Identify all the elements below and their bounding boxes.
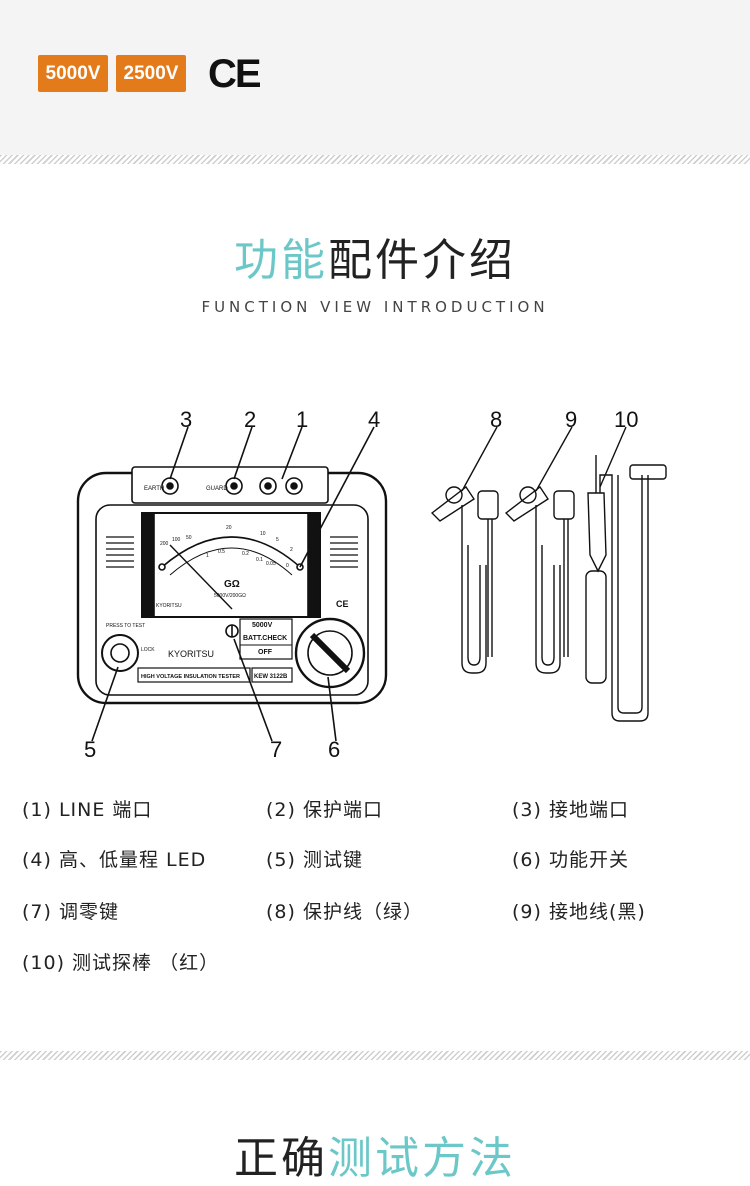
earth-label: EARTH: [144, 486, 164, 492]
device-diagram: EARTH GUARD GΩ 5000V/200GΩ 200 100 50 20…: [76, 407, 667, 762]
section-subtitle: FUNCTION VIEW INTRODUCTION: [201, 298, 549, 316]
scale-label-20: 20: [226, 525, 232, 531]
earth-lead: [504, 426, 575, 674]
legend-item-10: (10) 测试探棒 （红）: [22, 952, 220, 974]
line-terminal: [259, 477, 277, 495]
press-to-test-label: PRESS TO TEST: [106, 623, 145, 629]
section-title: 功能配件介绍: [0, 224, 750, 288]
meter-ce: CE: [336, 599, 349, 609]
guard-lead: [430, 426, 499, 674]
legend-item-6: (6) 功能开关: [512, 849, 629, 871]
scale-label-50: 50: [186, 535, 192, 541]
section-title-rest: 配件介绍: [328, 235, 516, 286]
legend-item-4: (4) 高、低量程 LED: [22, 849, 207, 871]
callout-5: 5: [84, 737, 96, 762]
callout-2: 2: [244, 407, 256, 432]
section2-title-rest: 正确: [234, 1133, 328, 1184]
callout-9: 9: [565, 407, 577, 432]
lock-label: LOCK: [141, 647, 155, 653]
callout-10: 10: [614, 407, 638, 432]
scale-label-1: 1: [206, 553, 209, 559]
divider-hatch: [0, 155, 750, 164]
legend-item-5: (5) 测试键: [266, 849, 363, 871]
voltage-badge-5000v: 5000V: [38, 55, 108, 92]
callout-6: 6: [328, 737, 340, 762]
scale-label-0.2: 0.2: [242, 551, 249, 557]
meter-needle: [169, 544, 233, 610]
vent-left: [106, 536, 134, 568]
switch-5000v-label: 5000V: [252, 622, 273, 629]
meter-unit: GΩ: [224, 579, 240, 590]
scale-label-0.05: 0.05: [266, 561, 276, 567]
model-number: KEW 3122B: [254, 674, 288, 680]
meter-scale-arc: [161, 536, 301, 568]
section-title-accent: 功能: [234, 235, 328, 286]
guard-label: GUARD: [206, 486, 228, 492]
legend-item-3: (3) 接地端口: [512, 799, 629, 821]
callout-1: 1: [296, 407, 308, 432]
legend-item-9: (9) 接地线(黑): [512, 901, 646, 923]
scale-label-100: 100: [172, 537, 181, 543]
switch-off-label: OFF: [258, 649, 273, 656]
scale-label-2: 2: [290, 547, 293, 553]
callout-3: 3: [180, 407, 192, 432]
vent-right: [330, 536, 358, 568]
legend-item-8: (8) 保护线（绿）: [266, 901, 423, 923]
brand-logo-text: KYORITSU: [168, 649, 214, 659]
callout-7: 7: [270, 737, 282, 762]
scale-label-10: 10: [260, 531, 266, 537]
meter-brand: KYORITSU: [156, 603, 182, 609]
switch-batt-label: BATT.CHECK: [243, 635, 287, 642]
callout-4: 4: [368, 407, 380, 432]
scale-label-5: 5: [276, 537, 279, 543]
legend-item-7: (7) 调零键: [22, 901, 119, 923]
model-plate-text: HIGH VOLTAGE INSULATION TESTER: [141, 674, 240, 680]
header-band: [0, 0, 750, 155]
legend-item-1: (1) LINE 端口: [22, 799, 153, 821]
scale-label-200: 200: [160, 541, 169, 547]
section2-title: 正确测试方法: [0, 1122, 750, 1186]
scale-label-0: 0: [286, 563, 289, 569]
voltage-badge-2500v: 2500V: [116, 55, 186, 92]
test-probe: [585, 426, 667, 722]
callout-8: 8: [490, 407, 502, 432]
terminal-strip: [131, 466, 329, 504]
divider-hatch-bottom: [0, 1051, 750, 1060]
scale-label-0.5: 0.5: [218, 549, 225, 555]
section2-title-accent: 测试方法: [328, 1133, 516, 1184]
device-inner-frame: [95, 504, 369, 696]
meter-scale-note: 5000V/200GΩ: [214, 593, 246, 599]
model-plate: [137, 667, 251, 683]
ce-mark: CE: [208, 52, 262, 96]
scale-label-0.1: 0.1: [256, 557, 263, 563]
legend-item-2: (2) 保护端口: [266, 799, 383, 821]
test-button-dial: [101, 634, 139, 672]
